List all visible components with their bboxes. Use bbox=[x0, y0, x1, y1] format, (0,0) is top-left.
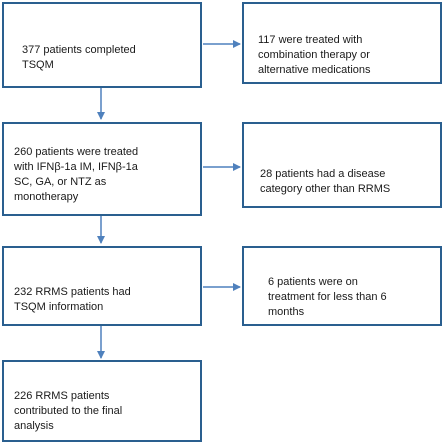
exclusion-box-other-disease-category: 28 patients had a disease category other… bbox=[242, 122, 442, 208]
exclusion-text: 6 patients were on treatment for less th… bbox=[268, 276, 387, 318]
exclusion-text: 117 were treated with combination therap… bbox=[258, 34, 371, 76]
step-text: 260 patients were treated with IFNβ-1a I… bbox=[14, 146, 139, 203]
step-text: 232 RRMS patients had TSQM information bbox=[14, 286, 131, 313]
exclusion-box-combination-therapy: 117 were treated with combination therap… bbox=[242, 2, 442, 84]
step-text: 377 patients completed TSQM bbox=[22, 44, 136, 71]
step-box-completed-tsqm: 377 patients completed TSQM bbox=[2, 2, 202, 88]
step-text: 226 RRMS patients contributed to the fin… bbox=[14, 390, 123, 432]
step-box-rrms-tsqm: 232 RRMS patients had TSQM information bbox=[2, 246, 202, 326]
step-box-final-analysis: 226 RRMS patients contributed to the fin… bbox=[2, 360, 202, 442]
exclusion-text: 28 patients had a disease category other… bbox=[260, 168, 391, 195]
step-box-monotherapy: 260 patients were treated with IFNβ-1a I… bbox=[2, 122, 202, 216]
exclusion-box-short-treatment: 6 patients were on treatment for less th… bbox=[242, 246, 442, 326]
